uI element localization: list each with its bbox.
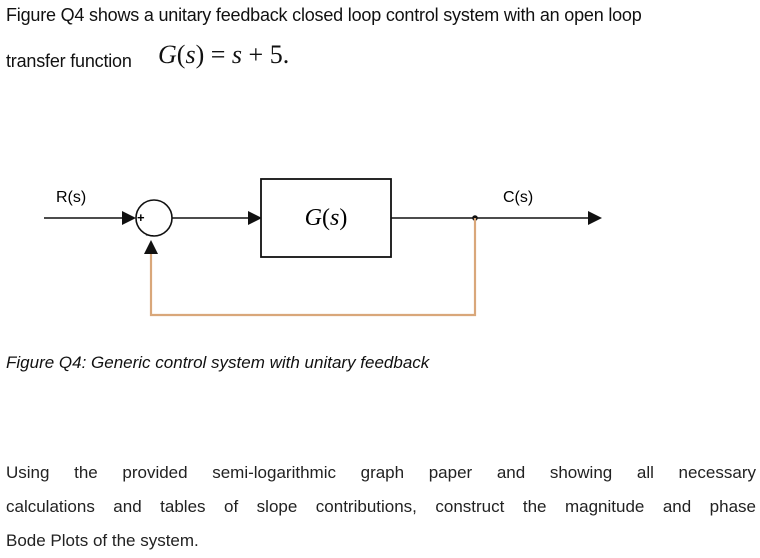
summing-minus-sign: _	[145, 222, 154, 237]
plant-block	[260, 178, 392, 258]
output-arrowhead	[588, 211, 602, 225]
feedback-path	[149, 218, 477, 317]
plant-block-label: G(s)	[305, 205, 348, 231]
equation-s-arg: s	[185, 40, 196, 69]
problem-transfer-label: transfer function	[6, 51, 132, 71]
equation-g-symbol: G	[158, 40, 177, 69]
equation-period: .	[282, 40, 290, 69]
feedback-arrowhead	[144, 240, 158, 254]
summing-plus-sign: +	[137, 210, 145, 225]
forward-arrowhead	[248, 211, 262, 225]
equation-constant: + 5	[248, 40, 283, 69]
instruction-line-3: Bode Plots of the system.	[6, 531, 199, 550]
instruction-paragraph: Using the provided semi-logarithmic grap…	[6, 456, 756, 558]
transfer-function-equation: G(s) = s + 5.	[158, 40, 290, 69]
output-label: C(s)	[503, 189, 533, 206]
block-diagram: + _ G(s) R(s) C(s)	[44, 178, 602, 317]
instruction-line-1: Using the provided semi-logarithmic grap…	[6, 463, 756, 482]
instruction-line-2: calculations and tables of slope contrib…	[6, 497, 756, 516]
input-label: R(s)	[56, 189, 86, 206]
problem-intro-line: Figure Q4 shows a unitary feedback close…	[6, 5, 642, 25]
figure-caption: Figure Q4: Generic control system with u…	[6, 353, 430, 372]
equation-s-term: s	[231, 40, 243, 69]
input-arrowhead	[122, 211, 136, 225]
